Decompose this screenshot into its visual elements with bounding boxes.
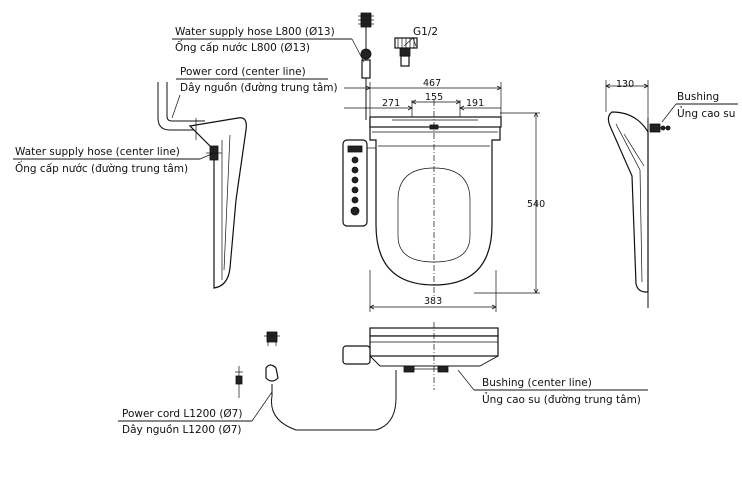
g-half-fitting: G1/2 xyxy=(394,26,438,67)
control-panel xyxy=(342,139,376,227)
water-hose-en: Water supply hose L800 (Ø13) xyxy=(175,26,335,38)
dim-467: 467 xyxy=(344,78,502,118)
dim-155-label: 155 xyxy=(425,92,443,103)
dim-540: 540 xyxy=(474,112,545,294)
front-view xyxy=(342,322,499,391)
dim-271-label: 271 xyxy=(382,98,400,109)
bushing-center-en: Bushing (center line) xyxy=(482,377,592,389)
power-plug xyxy=(235,331,397,431)
dim-191-label: 191 xyxy=(466,98,484,109)
dim-467-label: 467 xyxy=(423,78,441,89)
water-hose-center-vi: Ống cấp nước (đường trung tâm) xyxy=(15,161,188,175)
g-thread-label: G1/2 xyxy=(413,26,438,38)
water-hose-callout: Water supply hose L800 (Ø13) Ống cấp nướ… xyxy=(172,26,365,63)
bushing-center-callout: Bushing (center line) Ủng cao su (đường … xyxy=(474,377,648,406)
power-cord-center-callout: Power cord (center line) Dây nguồn (đườn… xyxy=(171,66,338,119)
power-cord-len-vi: Dây nguồn L1200 (Ø7) xyxy=(122,424,242,436)
dim-383: 383 xyxy=(369,270,497,312)
bushing-fitting xyxy=(649,123,671,133)
power-cord-center-en: Power cord (center line) xyxy=(180,66,306,78)
water-hose-vi: Ống cấp nước L800 (Ø13) xyxy=(175,40,310,54)
bushing-vi: Ủng cao su xyxy=(677,106,735,120)
bushing-en: Bushing xyxy=(677,91,719,103)
dim-540-label: 540 xyxy=(527,199,545,210)
water-hose-fitting xyxy=(358,12,374,120)
water-hose-center-callout: Water supply hose (center line) Ống cấp … xyxy=(13,146,215,175)
power-cord-center-vi: Dây nguồn (đường trung tâm) xyxy=(180,82,338,94)
power-cord-len-en: Power cord L1200 (Ø7) xyxy=(122,408,242,420)
bushing-center-vi: Ủng cao su (đường trung tâm) xyxy=(482,392,641,406)
top-view: G1/2 Water supply hose L800 (Ø13) Ống cấ… xyxy=(172,12,545,312)
water-hose-center-en: Water supply hose (center line) xyxy=(15,146,180,158)
right-side-view: 130 Bushing Ủng cao su xyxy=(605,79,738,308)
dim-130-label: 130 xyxy=(616,79,634,90)
left-side-view xyxy=(157,82,247,289)
power-cord-length-callout: Power cord L1200 (Ø7) Dây nguồn L1200 (Ø… xyxy=(118,391,273,436)
dim-383-label: 383 xyxy=(424,296,442,307)
